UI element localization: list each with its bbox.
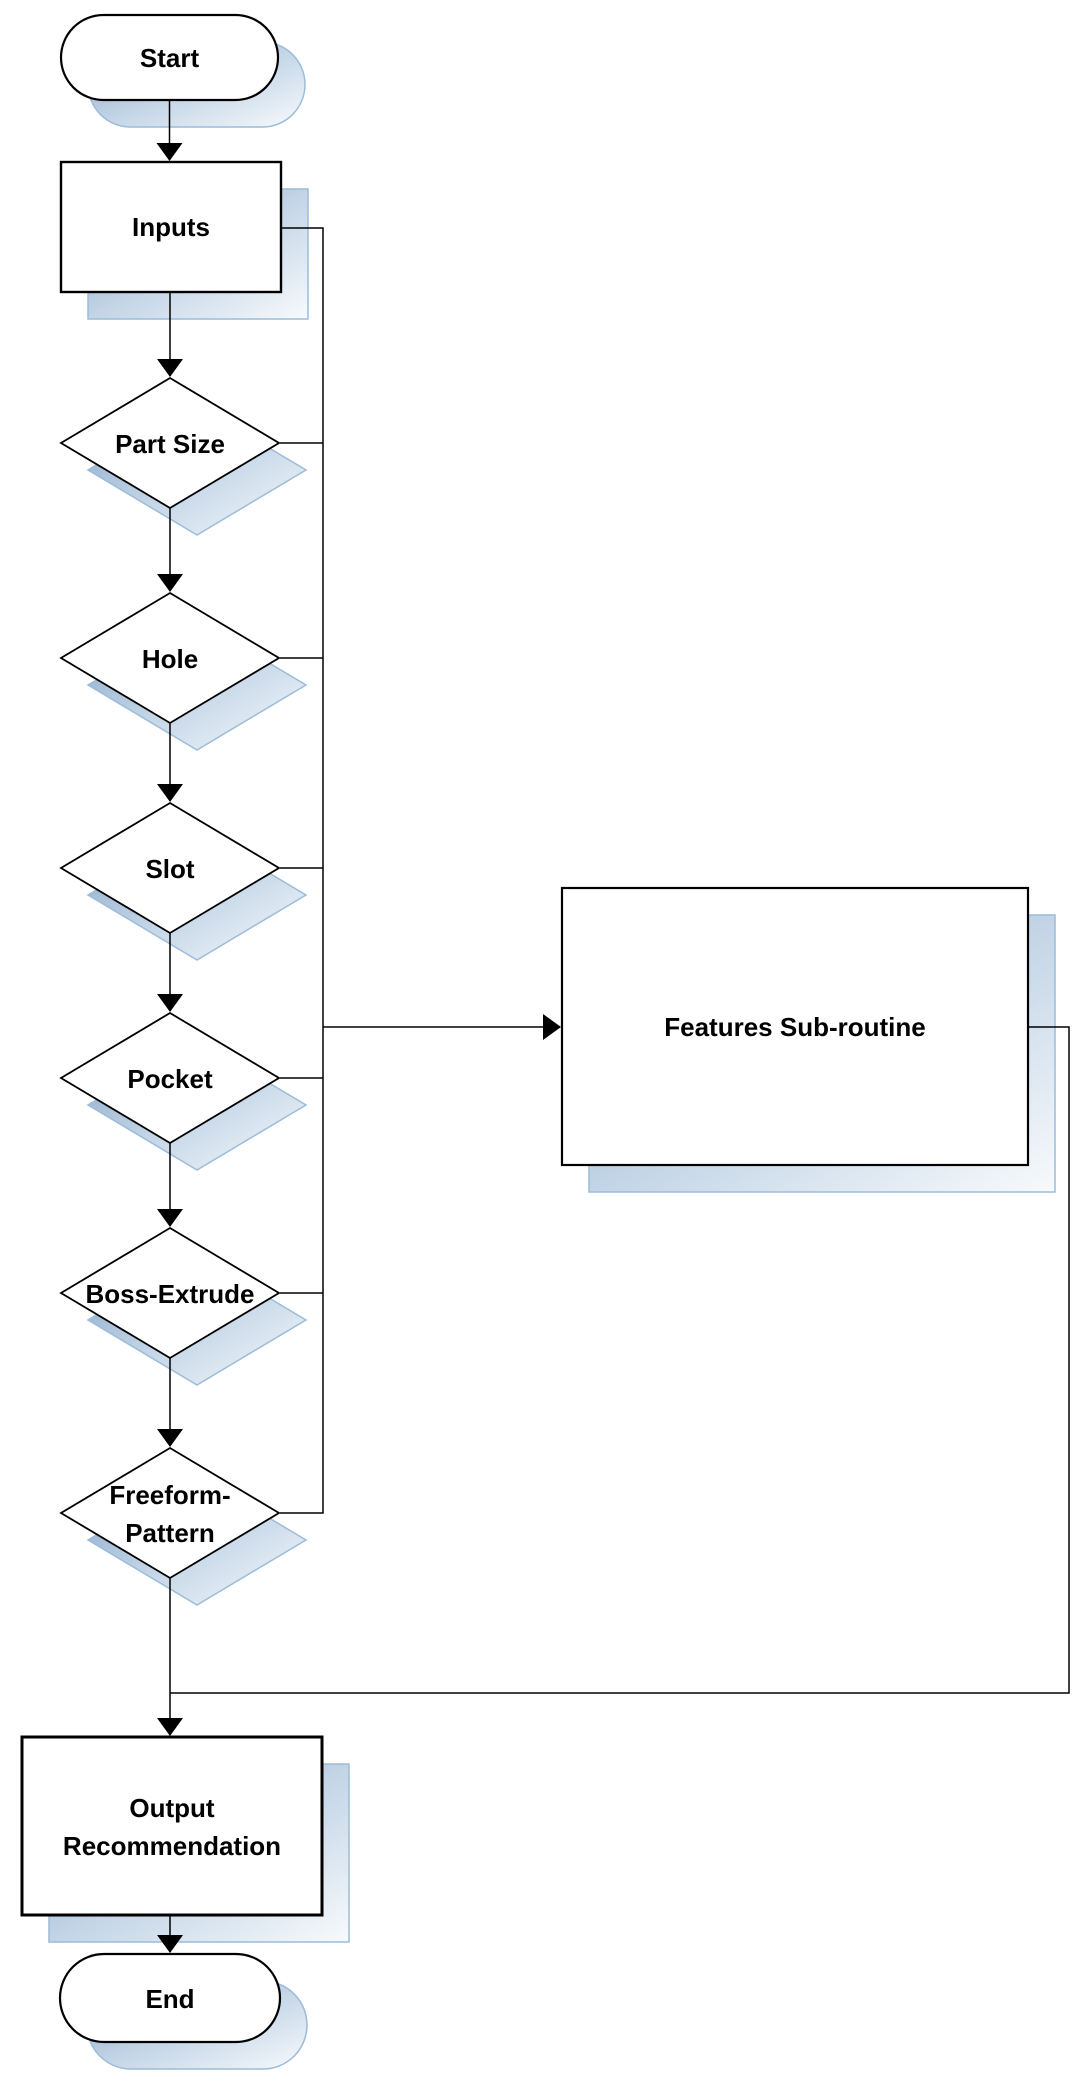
node-boss-extrude: Boss-Extrude: [59, 1226, 281, 1360]
node-label: End: [145, 1984, 194, 2014]
node-label-line1: Freeform-: [109, 1480, 230, 1510]
node-slot: Slot: [59, 801, 281, 935]
node-label: Features Sub-routine: [664, 1012, 925, 1042]
process-shape: [59, 160, 283, 294]
process-shape: [20, 1735, 324, 1917]
node-start: Start: [59, 13, 280, 102]
node-hole: Hole: [59, 591, 281, 725]
node-label: Hole: [142, 644, 198, 674]
node-label: Slot: [145, 854, 194, 884]
decision-shape: [59, 591, 281, 725]
node-inputs: Inputs: [59, 160, 283, 294]
terminator-shape: [58, 1952, 282, 2044]
node-label: Part Size: [115, 429, 225, 459]
terminator-shape: [59, 13, 280, 102]
node-label: Start: [140, 43, 200, 73]
decision-shape: [59, 1446, 281, 1580]
node-features-subroutine: Features Sub-routine: [560, 886, 1030, 1167]
node-pocket: Pocket: [59, 1011, 281, 1145]
node-label-line1: Output: [129, 1793, 215, 1823]
node-label: Boss-Extrude: [85, 1279, 254, 1309]
decision-shape: [59, 1011, 281, 1145]
node-label: Inputs: [132, 212, 210, 242]
decision-shape: [59, 376, 281, 510]
node-label-line2: Pattern: [125, 1518, 215, 1548]
node-label-line2: Recommendation: [63, 1831, 281, 1861]
decision-shape: [59, 801, 281, 935]
edge-side-trunk: [280, 227, 324, 1514]
process-shape: [560, 886, 1030, 1167]
node-part-size: Part Size: [59, 376, 281, 510]
node-label: Pocket: [127, 1064, 213, 1094]
node-layer: Start Inputs Part Size Hole Slot Pocket …: [20, 13, 1030, 2044]
node-end: End: [58, 1952, 282, 2044]
connector-layer: [156, 100, 1070, 1953]
decision-shape: [59, 1226, 281, 1360]
node-freeform-pattern: Freeform- Pattern: [59, 1446, 281, 1580]
node-output-recommendation: Output Recommendation: [20, 1735, 324, 1917]
edge-features-return: [170, 1026, 1070, 1694]
